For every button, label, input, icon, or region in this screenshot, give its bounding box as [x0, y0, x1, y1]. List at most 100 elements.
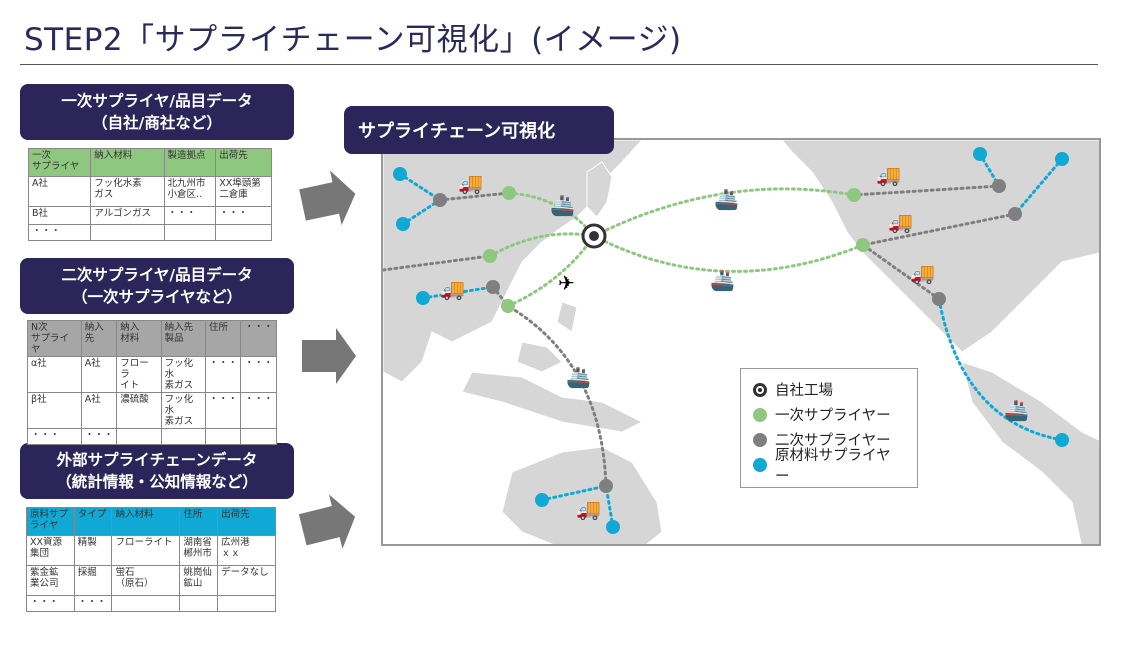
header-line: （一次サプライヤなど）	[71, 288, 243, 306]
table-cell: ・・・	[215, 206, 272, 225]
primary-node	[856, 238, 870, 252]
legend-item-raw: 原材料サプライヤー	[753, 448, 905, 485]
table-cell: 納入 先	[80, 320, 118, 357]
truck-icon: 🚚	[458, 171, 483, 195]
table-row: ・・・・・・	[26, 595, 276, 612]
map-canvas: 🚚🚚 🚚🚚 🚚🚚 🚢🚢 🚢🚢 🚢✈	[383, 140, 1099, 544]
table-cell: ・・・	[240, 356, 277, 393]
secondary-node	[599, 479, 613, 493]
table-cell	[111, 595, 181, 612]
truck-icon: 🚚	[440, 277, 465, 301]
map-legend: 自社工場 一次サプライヤー 二次サプライヤー 原材料サプライヤー	[740, 368, 918, 488]
table-cell: 広州港 ｘｘ	[217, 535, 276, 566]
table-row: A社フッ化水素 ガス北九州市 小倉区‥XX埠頭第 二倉庫	[27, 176, 272, 207]
table-cell: ・・・	[204, 356, 242, 393]
secondary-node	[486, 280, 500, 294]
raw-node	[606, 520, 620, 534]
truck-icon: 🚚	[876, 163, 901, 187]
ship-icon: 🚢	[710, 268, 735, 292]
table-cell: 住所	[204, 320, 242, 357]
arrow-right-icon	[299, 170, 356, 226]
table-cell: 湖南省 郴州市	[179, 535, 219, 566]
table-cell: B社	[27, 206, 92, 225]
table-header-row: 一次 サプライヤ納入材料製造拠点出荷先	[27, 148, 272, 177]
table-cell: 納入 材料	[116, 320, 162, 357]
raw-node	[396, 217, 410, 231]
table-row: ・・・	[27, 224, 272, 241]
table-cell: ・・・	[73, 595, 113, 612]
secondary-node	[1008, 207, 1022, 221]
legend-label: 原材料サプライヤー	[775, 447, 891, 485]
legend-label: 自社工場	[775, 383, 833, 399]
raw-node	[393, 167, 407, 181]
panel-header-secondary: 二次サプライヤ/品目データ （一次サプライヤなど）	[20, 258, 294, 314]
header-line: 一次サプライヤ/品目データ	[61, 92, 253, 110]
ship-icon: 🚢	[566, 365, 591, 389]
transport-icons: 🚚🚚 🚚🚚 🚚🚚 🚢🚢 🚢🚢 🚢✈	[440, 163, 1029, 521]
primary-node	[502, 186, 516, 200]
table-cell: 原料サプ ライヤ	[26, 507, 75, 536]
table-cell: 蛍石 （原石）	[111, 565, 181, 596]
table-cell: 納入材料	[111, 507, 181, 536]
table-cell	[204, 428, 242, 445]
table-cell: ・・・	[240, 320, 277, 357]
table-cell: 一次 サプライヤ	[27, 148, 92, 177]
table-cell	[160, 428, 206, 445]
arrow-right-icon	[298, 494, 356, 549]
factory-icon	[753, 382, 767, 397]
table-cell	[240, 428, 277, 445]
table-cell	[179, 595, 219, 612]
gray-dot-icon	[753, 432, 767, 447]
table-cell: ・・・	[204, 392, 242, 429]
arrow-right-icon	[302, 328, 356, 384]
primary-node	[847, 188, 861, 202]
table-cell: ・・・	[27, 428, 82, 445]
table-cell: フッ化水素 ガス	[90, 176, 165, 207]
landmass	[383, 140, 1099, 544]
legend-item-factory: 自社工場	[753, 377, 905, 402]
secondary-node	[932, 292, 946, 306]
table-cell: A社	[80, 356, 118, 393]
table-header-row: 原料サプ ライヤタイプ納入材料住所出荷先	[26, 507, 276, 536]
airplane-icon: ✈	[558, 271, 575, 295]
table-cell: N次 サプライヤ	[27, 320, 82, 357]
secondary-node	[992, 179, 1006, 193]
table-cell	[215, 224, 272, 241]
raw-node	[973, 147, 987, 161]
green-dot-icon	[753, 407, 767, 422]
header-line: 二次サプライヤ/品目データ	[61, 266, 253, 284]
table-cell: 出荷先	[215, 148, 272, 177]
table-cell: タイプ	[73, 507, 113, 536]
legend-label: 一次サプライヤー	[775, 408, 891, 424]
map-label: サプライチェーン可視化	[344, 106, 614, 154]
table-cell: ・・・	[163, 206, 217, 225]
panel-header-primary: 一次サプライヤ/品目データ（自社/商社など）	[20, 84, 294, 140]
table-cell	[163, 224, 217, 241]
table-cell: α社	[27, 356, 82, 393]
table-cell: フローライト	[111, 535, 181, 566]
table-cell: 紫金鉱 業公司	[26, 565, 75, 596]
table-cell: ・・・	[80, 428, 118, 445]
ship-icon: 🚢	[1004, 398, 1029, 422]
table-cell: ・・・	[26, 595, 75, 612]
table-cell: ・・・	[240, 392, 277, 429]
table-row: ・・・・・・	[27, 428, 277, 445]
legend-item-primary: 一次サプライヤー	[753, 402, 905, 427]
header-line: 外部サプライチェーンデータ	[56, 451, 258, 469]
primary-node	[483, 249, 497, 263]
secondary-node	[433, 193, 447, 207]
table-cell: フッ化水 素ガス	[160, 356, 206, 393]
truck-icon: 🚚	[888, 210, 913, 234]
table-cell: 住所	[179, 507, 219, 536]
truck-icon: 🚚	[576, 497, 601, 521]
table-cell: 姚崗仙 鉱山	[179, 565, 219, 596]
table-cell: 採掘	[73, 565, 113, 596]
table-cell: データなし	[217, 565, 276, 596]
header-line: （統計情報・公知情報など）	[56, 473, 258, 491]
table-cell: 北九州市 小倉区‥	[163, 176, 217, 207]
table-cell	[90, 224, 165, 241]
